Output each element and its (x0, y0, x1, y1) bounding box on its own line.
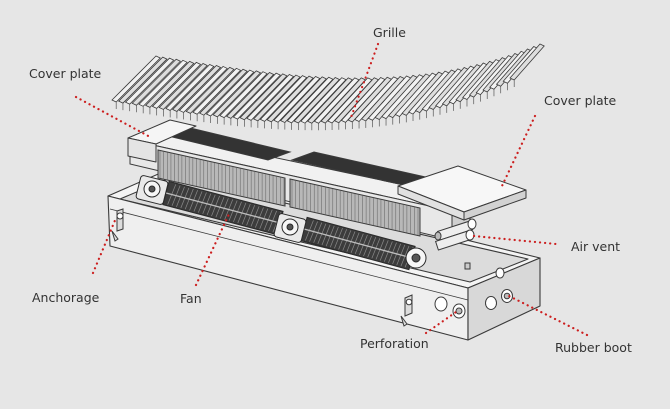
label-perforation: Perforation (360, 336, 429, 351)
leader-anchorage (91, 216, 118, 275)
grille (111, 43, 545, 131)
label-air-vent: Air vent (571, 239, 621, 254)
label-rubber-boot: Rubber boot (555, 340, 632, 355)
leader-grille (348, 42, 380, 122)
air-vent-fittings (434, 218, 477, 251)
label-anchorage: Anchorage (32, 290, 100, 305)
anchorage-brackets (111, 208, 413, 327)
label-cover-plate-left: Cover plate (29, 66, 102, 81)
label-fan: Fan (180, 291, 202, 306)
leader-fan (194, 210, 232, 287)
leader-air-vent (472, 234, 558, 246)
leader-rubber-boot (507, 294, 589, 337)
leader-cover-plate-right (500, 114, 537, 188)
label-cover-plate-right: Cover plate (544, 93, 617, 108)
label-grille: Grille (373, 25, 406, 40)
leader-cover-plate-left (74, 95, 154, 140)
cover-plates (127, 119, 527, 221)
end-holes (434, 262, 513, 319)
leader-perforation (424, 310, 458, 335)
fans (135, 175, 427, 271)
leader-lines (74, 42, 589, 337)
